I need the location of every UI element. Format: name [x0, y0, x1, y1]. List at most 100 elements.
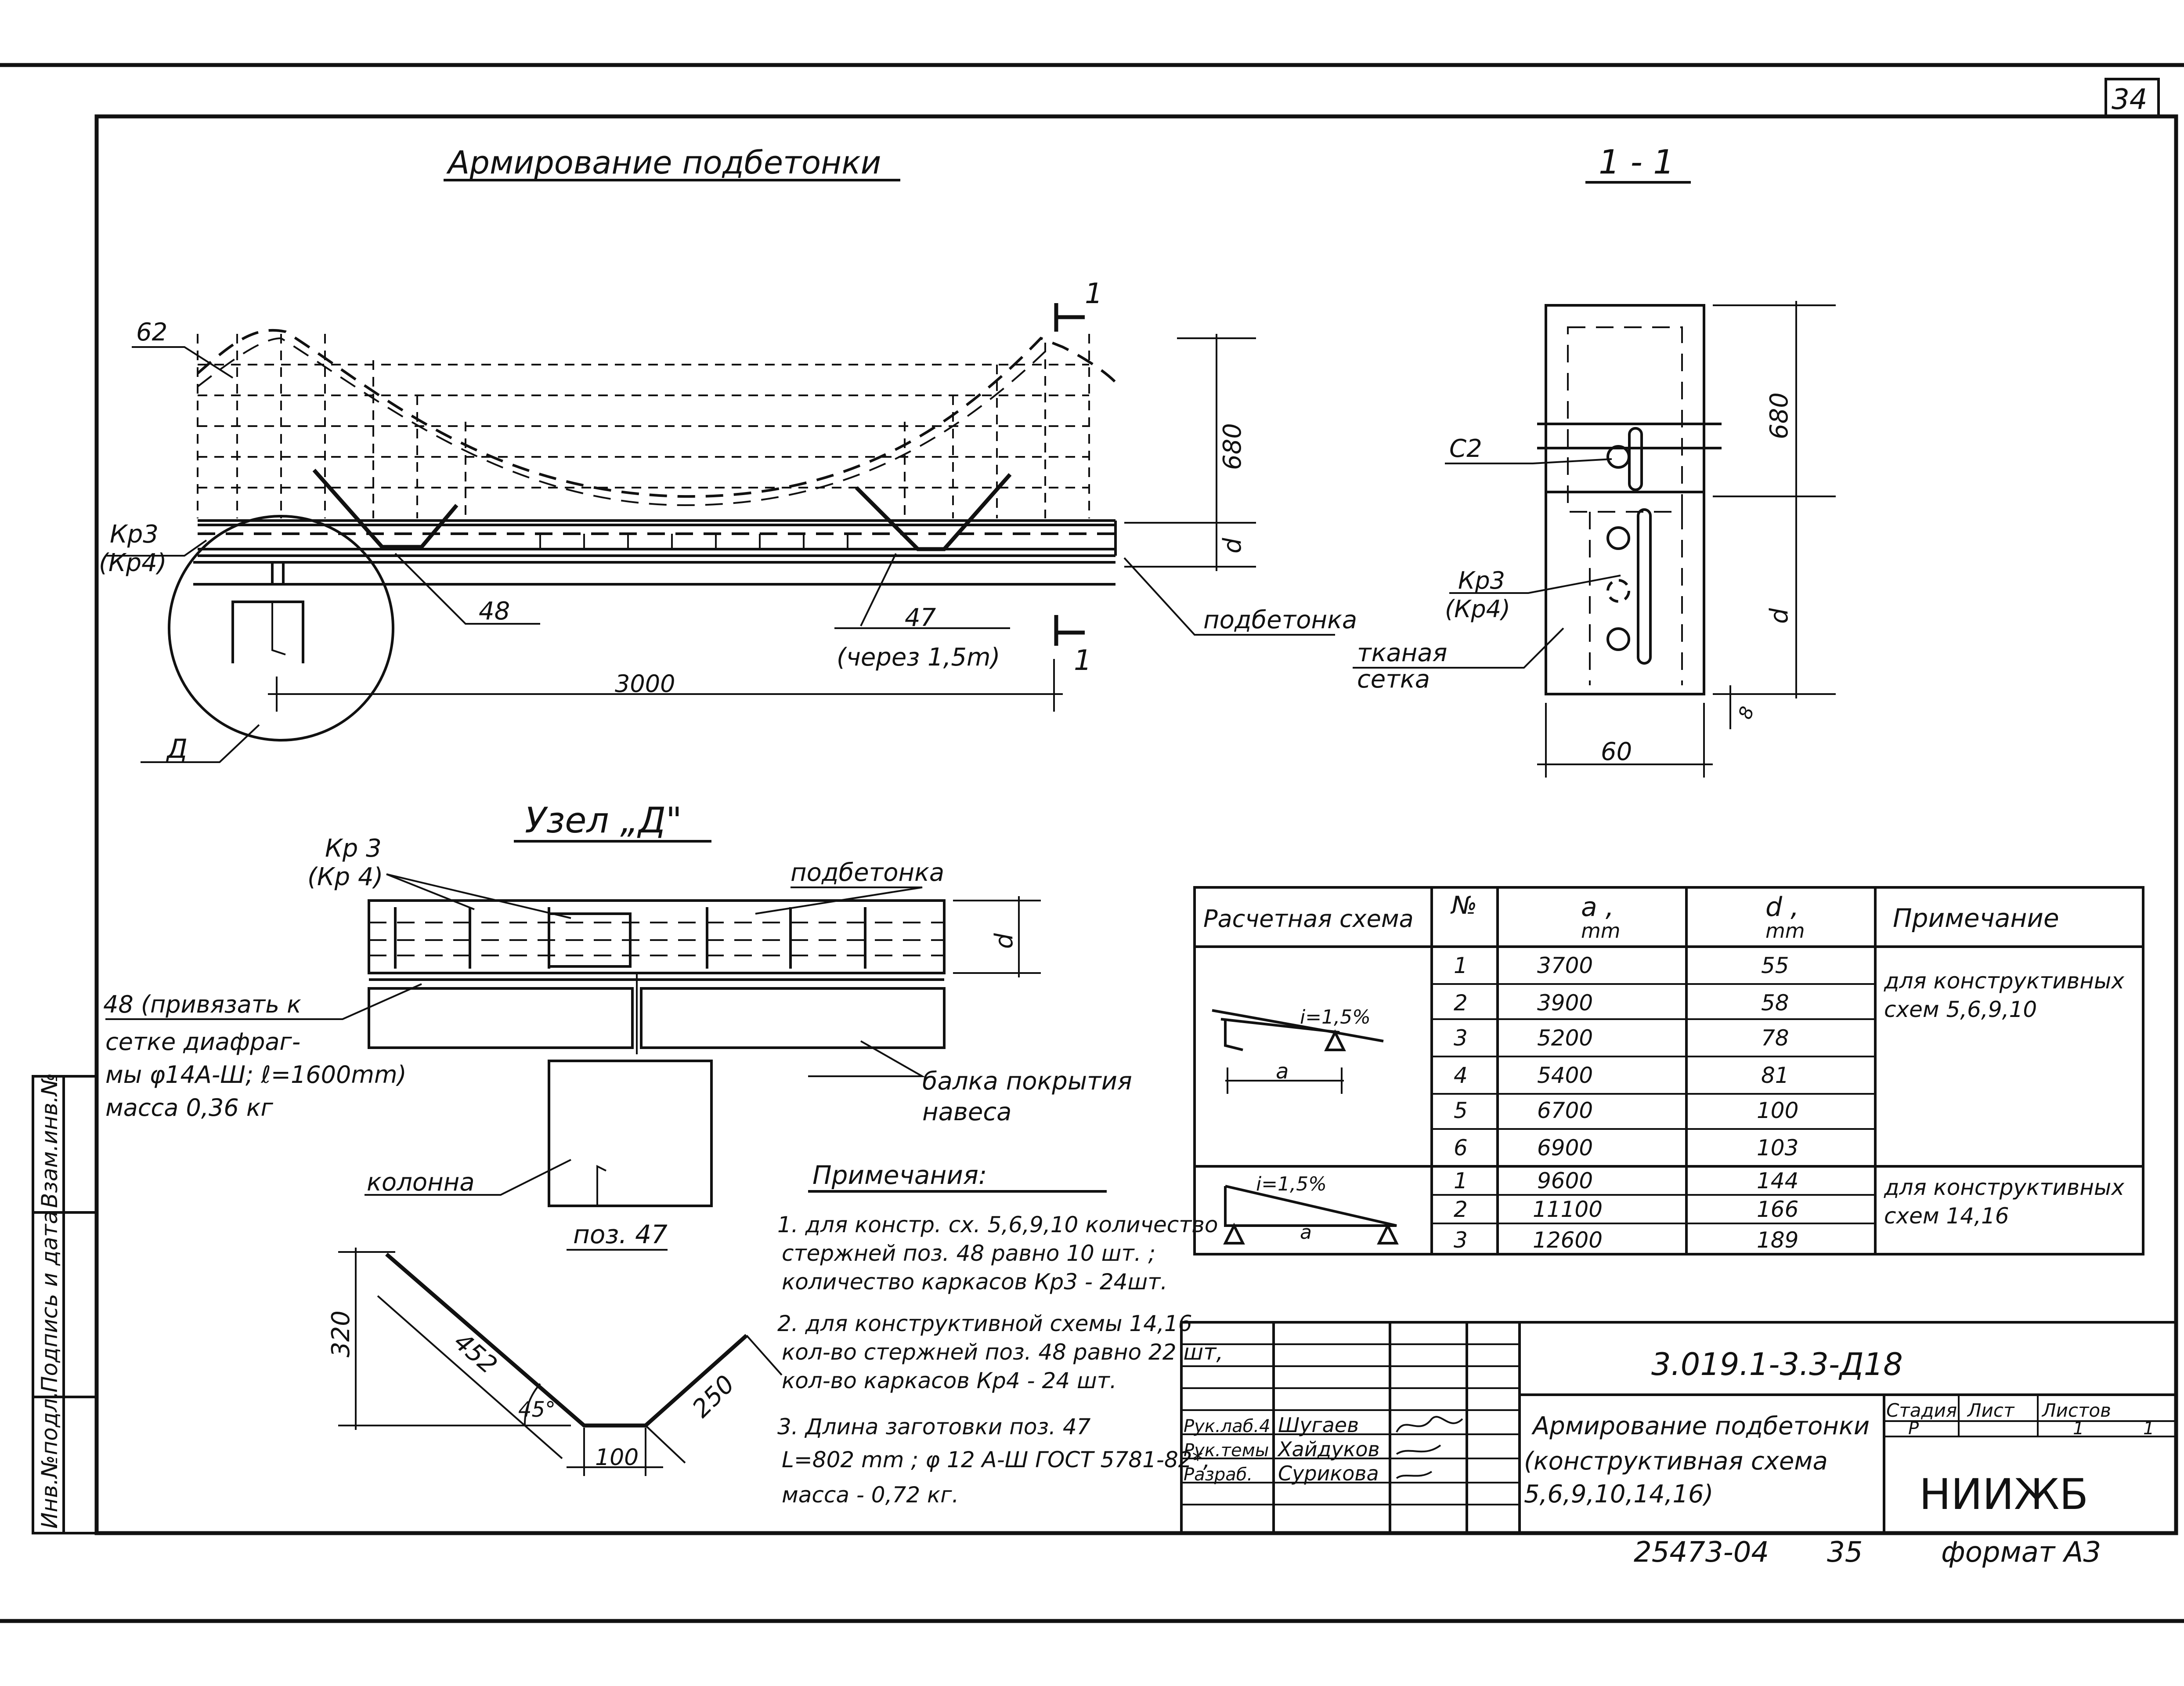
side-stamp: Инв.№подл. Подпись и дата Взам.инв.№	[32, 1073, 98, 1534]
cell-a: 5400	[1537, 1063, 1593, 1088]
note-line-8: L=802 mm ; φ 12 А-Ш ГОСТ 5781-82*,	[782, 1447, 1210, 1473]
bar47-dim-slant: 452	[448, 1328, 502, 1380]
cell-no: 3	[1454, 1227, 1468, 1253]
cell-no: 2	[1454, 1197, 1468, 1222]
sec-label-kr4: (Кр4)	[1445, 595, 1510, 623]
note-line-2: стержней поз. 48 равно 10 шт. ;	[782, 1241, 1155, 1266]
sec-label-fabric1: тканая	[1357, 639, 1447, 667]
bar47-view: поз. 47	[338, 1219, 783, 1476]
cell-d: 58	[1761, 990, 1789, 1016]
th-a: a ,	[1581, 892, 1614, 923]
main-view: Армирование подбетонки	[99, 144, 1357, 764]
node-label-kr4: (Кр 4)	[307, 863, 383, 891]
note-line-5: кол-во стержней поз. 48 равно 22 шт,	[782, 1339, 1223, 1365]
cell-d: 100	[1757, 1098, 1798, 1123]
sec-dim-cover: 8	[1734, 704, 1758, 722]
scheme2-span: a	[1300, 1221, 1312, 1244]
sheets-value: 1	[2143, 1418, 2154, 1439]
th-a-unit: mm	[1581, 919, 1621, 943]
main-dim-height: 680	[1218, 423, 1247, 470]
role-3: Разраб.	[1184, 1465, 1253, 1485]
doc-code: 3.019.1-3.3-Д18	[1651, 1346, 1903, 1382]
org-name: НИИЖБ	[1919, 1470, 2088, 1519]
table-row: 6 6900 103	[1454, 1135, 1798, 1161]
slab-section	[168, 469, 1117, 742]
cell-d: 78	[1761, 1025, 1789, 1051]
bar47-dim-angle: 45°	[518, 1397, 556, 1422]
doc-title-2: (конструктивная схема	[1524, 1447, 1828, 1476]
table-group2-rows: 1 9600 144 2 11100 166 3 12600 189	[1454, 1168, 1798, 1253]
node-label-podbetonka: подбетонка	[791, 858, 944, 887]
main-dim-d: d	[1218, 538, 1247, 554]
label-pos47-note: (через 1,5m)	[837, 643, 1000, 672]
cell-d: 144	[1757, 1168, 1798, 1194]
cell-a: 6900	[1537, 1135, 1593, 1161]
main-dim-length: 3000	[615, 670, 675, 698]
cell-a: 6700	[1537, 1098, 1593, 1123]
name-1: Шугаев	[1278, 1413, 1359, 1437]
cell-no: 2	[1454, 990, 1468, 1016]
label-pos47: 47	[905, 604, 936, 632]
node-note-4: масса 0,36 кг	[105, 1094, 273, 1122]
cell-a: 3900	[1537, 990, 1593, 1016]
doc-title-1: Армирование подбетонки	[1531, 1412, 1870, 1440]
footer-page: 35	[1827, 1536, 1863, 1569]
table-row: 2 11100 166	[1454, 1197, 1798, 1222]
table-row: 3 12600 189	[1454, 1227, 1798, 1253]
note-line-4: 2. для конструктивной схемы 14,16	[777, 1311, 1192, 1336]
th-no: №	[1450, 891, 1477, 920]
sec-label-kr3: Кр3	[1458, 567, 1505, 594]
section-view-title: 1 - 1	[1599, 142, 1674, 181]
sheet-value: 1	[2073, 1418, 2084, 1439]
cell-no: 5	[1454, 1098, 1468, 1123]
section-view: 1 - 1	[1353, 142, 1836, 778]
role-1: Рук.лаб.4	[1184, 1416, 1271, 1436]
reinforcement-grid	[197, 329, 1117, 518]
sec-dim-d: d	[1765, 608, 1794, 624]
cell-no: 1	[1454, 953, 1468, 978]
cell-a: 3700	[1537, 953, 1593, 978]
section-mark-top: 1	[1085, 278, 1103, 310]
cell-d: 189	[1757, 1227, 1798, 1253]
cell-a: 11100	[1533, 1197, 1603, 1222]
node-label-kr3: Кр 3	[325, 834, 382, 863]
stage-label: Стадия	[1886, 1400, 1957, 1421]
note-line-1: 1. для констр. сх. 5,6,9,10 количество	[777, 1212, 1218, 1237]
cell-no: 1	[1454, 1168, 1468, 1194]
stage-value: Р	[1908, 1418, 1919, 1439]
main-view-title: Армирование подбетонки	[446, 144, 881, 181]
node-view-title: Узел „Д"	[525, 800, 682, 841]
main-leaders	[105, 346, 1335, 763]
th-note: Примечание	[1893, 903, 2059, 933]
main-dimensions	[268, 334, 1256, 712]
node-label-beam2: навеса	[922, 1098, 1012, 1126]
group1-note-1: для конструктивных	[1884, 968, 2124, 994]
table-row: 5 6700 100	[1454, 1098, 1798, 1123]
table-row: 4 5400 81	[1454, 1063, 1789, 1088]
th-scheme: Расчетная схема	[1203, 905, 1414, 933]
cell-no: 6	[1454, 1135, 1468, 1161]
cell-d: 81	[1761, 1063, 1789, 1088]
cell-d: 166	[1757, 1197, 1798, 1222]
bar47-title: поз. 47	[573, 1219, 668, 1249]
node-note-2: сетке диафраг-	[105, 1028, 300, 1056]
cell-a: 9600	[1537, 1168, 1593, 1194]
scheme2-slope: i=1,5%	[1256, 1173, 1327, 1195]
label-pos62: 62	[136, 318, 167, 347]
cell-d: 103	[1757, 1135, 1798, 1161]
sec-dim-height: 680	[1765, 392, 1794, 439]
table-row: 2 3900 58	[1454, 990, 1789, 1016]
cell-d: 55	[1761, 953, 1789, 978]
side-stamp-replace: Взам.инв.№	[37, 1073, 62, 1208]
notes-title: Примечания:	[812, 1160, 987, 1190]
side-stamp-inv: Инв.№подл.	[37, 1391, 62, 1529]
note-line-7: 3. Длина заготовки поз. 47	[777, 1414, 1091, 1440]
scheme1-span: a	[1276, 1059, 1289, 1084]
sec-label-fabric2: сетка	[1357, 665, 1430, 694]
title-block	[1180, 1321, 2177, 1534]
page-number: 34	[2112, 83, 2147, 116]
footer-format: формат А3	[1941, 1536, 2101, 1569]
section-mark: 1 1	[1054, 278, 1103, 677]
node-view: Узел „Д"	[105, 800, 1041, 1207]
label-kr4: (Кр4)	[99, 549, 167, 577]
